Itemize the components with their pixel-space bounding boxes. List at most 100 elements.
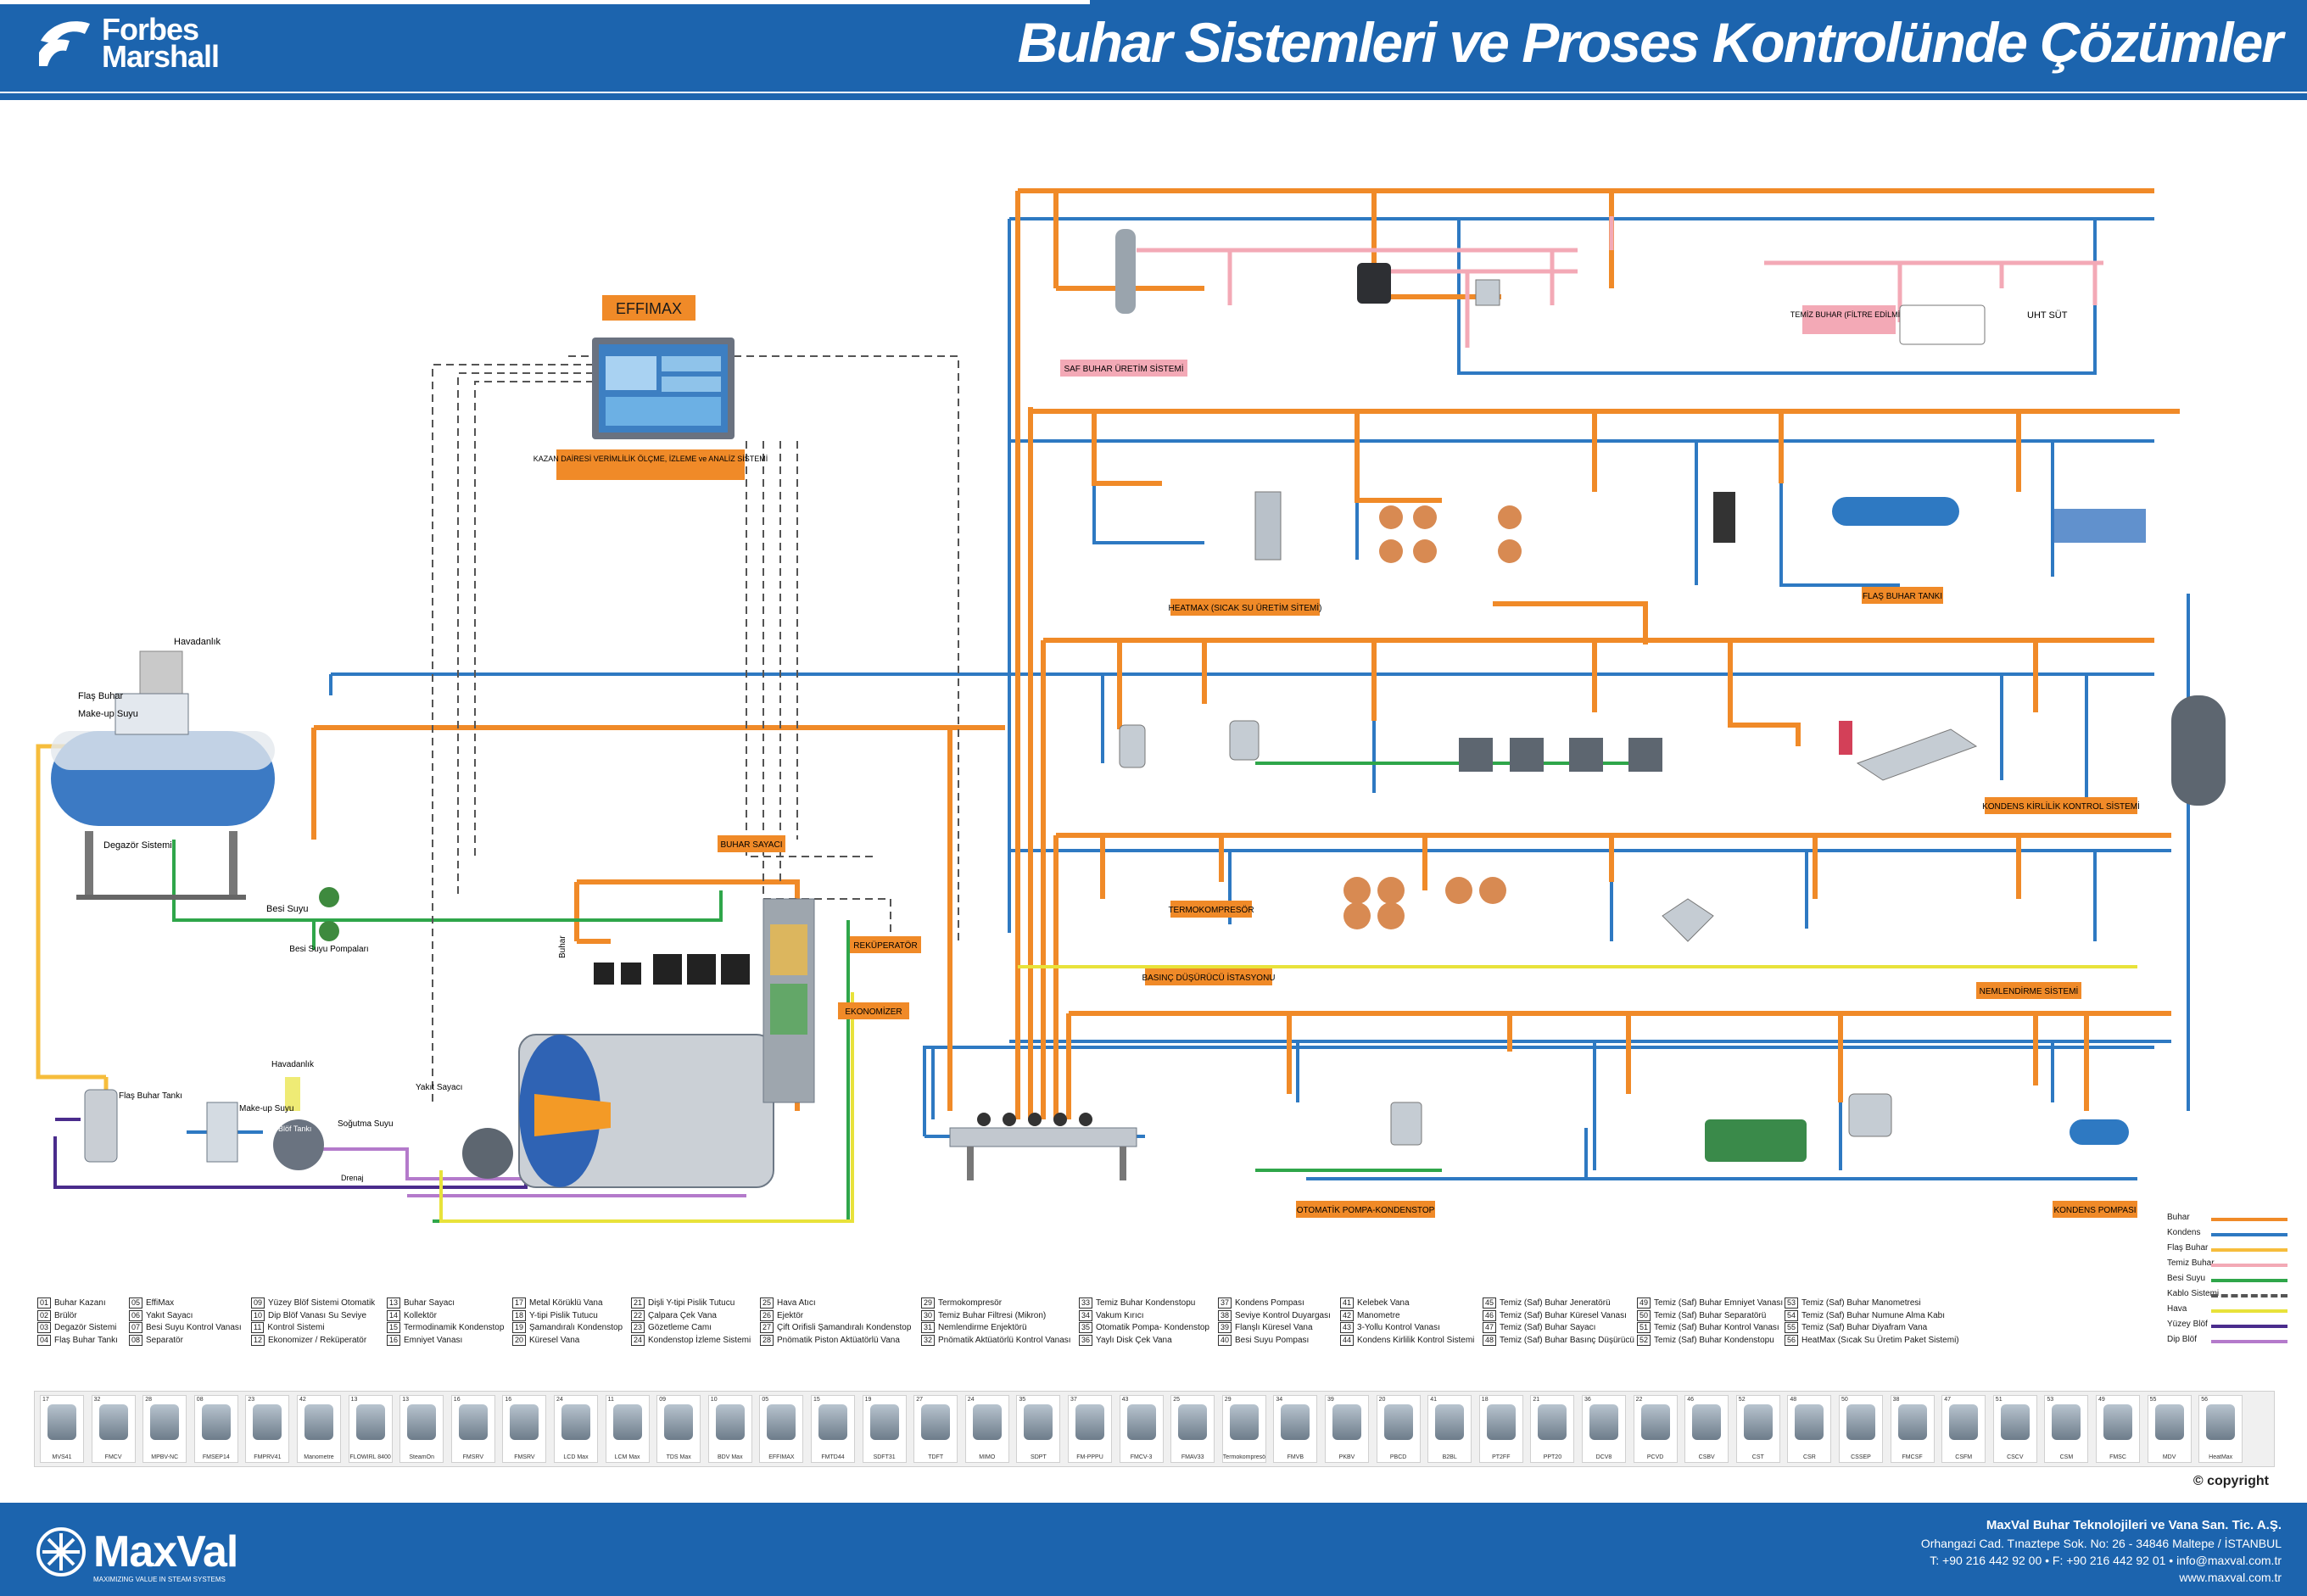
product-image-icon xyxy=(1435,1404,1465,1440)
product-number: 08 xyxy=(196,1397,204,1403)
legend-item-label: Kondens Pompası xyxy=(1235,1298,1304,1308)
makeup2-label: Make-up Suyu xyxy=(239,1104,293,1113)
product-number: 19 xyxy=(864,1397,872,1403)
legend-item-number: 16 xyxy=(387,1334,401,1346)
product-number: 41 xyxy=(1430,1397,1437,1403)
company-web: www.maxval.com.tr xyxy=(2179,1571,2282,1584)
legend-item-label: Termokompresör xyxy=(938,1298,1003,1308)
product-image-icon xyxy=(869,1404,899,1440)
product-image-icon xyxy=(1075,1404,1104,1440)
product-image-icon xyxy=(1949,1404,1979,1440)
product-number: 48 xyxy=(1790,1397,1797,1403)
product-number: 11 xyxy=(607,1397,614,1403)
brand-forbes: Forbes xyxy=(102,12,199,47)
product-image-icon xyxy=(1795,1404,1824,1440)
legend-item-number: 54 xyxy=(1785,1309,1799,1321)
legend-item-label: Separatör xyxy=(146,1335,183,1345)
heatmax-label: HEATMAX (SICAK SU ÜRETİM SİTEMİ) xyxy=(1169,602,1322,613)
header-top-gap xyxy=(0,0,1090,4)
product-number: 37 xyxy=(1070,1397,1077,1403)
line-legend-swatch xyxy=(2211,1325,2287,1328)
product-code: PPT20 xyxy=(1543,1454,1562,1460)
product-image-icon xyxy=(1589,1404,1618,1440)
line-legend-swatch xyxy=(2211,1340,2287,1343)
feed-pumps-label: Besi Suyu Pompaları xyxy=(289,945,368,954)
product-code: FMCSF xyxy=(1902,1454,1923,1460)
legend-item-number: 06 xyxy=(129,1309,143,1321)
product-image-icon xyxy=(612,1404,642,1440)
product-image-icon xyxy=(972,1404,1002,1440)
product-image-icon xyxy=(1024,1404,1053,1440)
product-code: FMSRV xyxy=(462,1454,483,1460)
legend-item-label: Çalpara Çek Vana xyxy=(648,1310,717,1320)
legend-item-label: Ejektör xyxy=(777,1310,804,1320)
product-number: 43 xyxy=(1121,1397,1129,1403)
header-rule xyxy=(0,93,2307,100)
effimax-caption: KAZAN DAİRESİ VERİMLİLİK ÖLÇME, İZLEME v… xyxy=(533,455,768,463)
line-legend-swatch xyxy=(2211,1264,2287,1267)
legend-item-number: 17 xyxy=(512,1297,527,1309)
drain-label: Drenaj xyxy=(341,1174,364,1182)
product-code: MVS41 xyxy=(52,1454,72,1460)
legend-item-number: 09 xyxy=(251,1297,265,1309)
flash-vessel-label: FLAŞ BUHAR TANKI xyxy=(1863,592,1942,601)
legend-item-number: 25 xyxy=(760,1297,774,1309)
product-number: 16 xyxy=(453,1397,461,1403)
effimax-group: EFFIMAX KAZAN DAİRESİ VERİMLİLİK ÖLÇME, … xyxy=(533,295,768,480)
steam-system-diagram: EFFIMAX KAZAN DAİRESİ VERİMLİLİK ÖLÇME, … xyxy=(36,188,2226,1223)
legend-item-number: 15 xyxy=(387,1322,401,1333)
product-image-icon xyxy=(767,1404,796,1440)
product-code: FMVB xyxy=(1287,1454,1304,1460)
product-number: 09 xyxy=(659,1397,666,1403)
product-code: EFFIMAX xyxy=(768,1454,795,1460)
product-code: TDS Max xyxy=(666,1454,691,1460)
line-legend-label: Dip Blöf xyxy=(2167,1335,2198,1344)
product-code: B2BL xyxy=(1442,1454,1457,1460)
legend-item-label: Gözetleme Camı xyxy=(648,1323,712,1332)
legend-item-number: 14 xyxy=(387,1309,401,1321)
product-image-icon xyxy=(2206,1404,2236,1440)
product-code: FMSEP14 xyxy=(202,1454,230,1460)
product-number: 56 xyxy=(2201,1397,2208,1403)
product-code: CSBV xyxy=(1698,1454,1715,1460)
copyright: © copyright xyxy=(2192,1474,2269,1488)
product-image-icon xyxy=(201,1404,231,1440)
air-lines xyxy=(439,965,2137,1223)
product-code: LCD Max xyxy=(563,1454,589,1460)
legend-item-number: 04 xyxy=(37,1334,52,1346)
company-phone: T: +90 216 442 92 00 • F: +90 216 442 92… xyxy=(1930,1554,2282,1567)
legend-item-label: Yaylı Disk Çek Vana xyxy=(1096,1335,1172,1345)
humidification-label: NEMLENDİRME SİSTEMİ xyxy=(1980,985,2079,996)
legend-item-label: Ekonomizer / Reküperatör xyxy=(268,1335,367,1345)
legend-item-label: Kondens Kirlilik Kontrol Sistemi xyxy=(1357,1335,1475,1345)
product-code: FMCV xyxy=(104,1454,122,1460)
legend-item-label: Brülör xyxy=(54,1310,77,1320)
company-address: Orhangazi Cad. Tınaztepe Sok. No: 26 - 3… xyxy=(1920,1537,2282,1550)
legend-item-label: 3-Yollu Kontrol Vanası xyxy=(1357,1323,1440,1332)
feed-water-lines xyxy=(172,762,1798,1223)
